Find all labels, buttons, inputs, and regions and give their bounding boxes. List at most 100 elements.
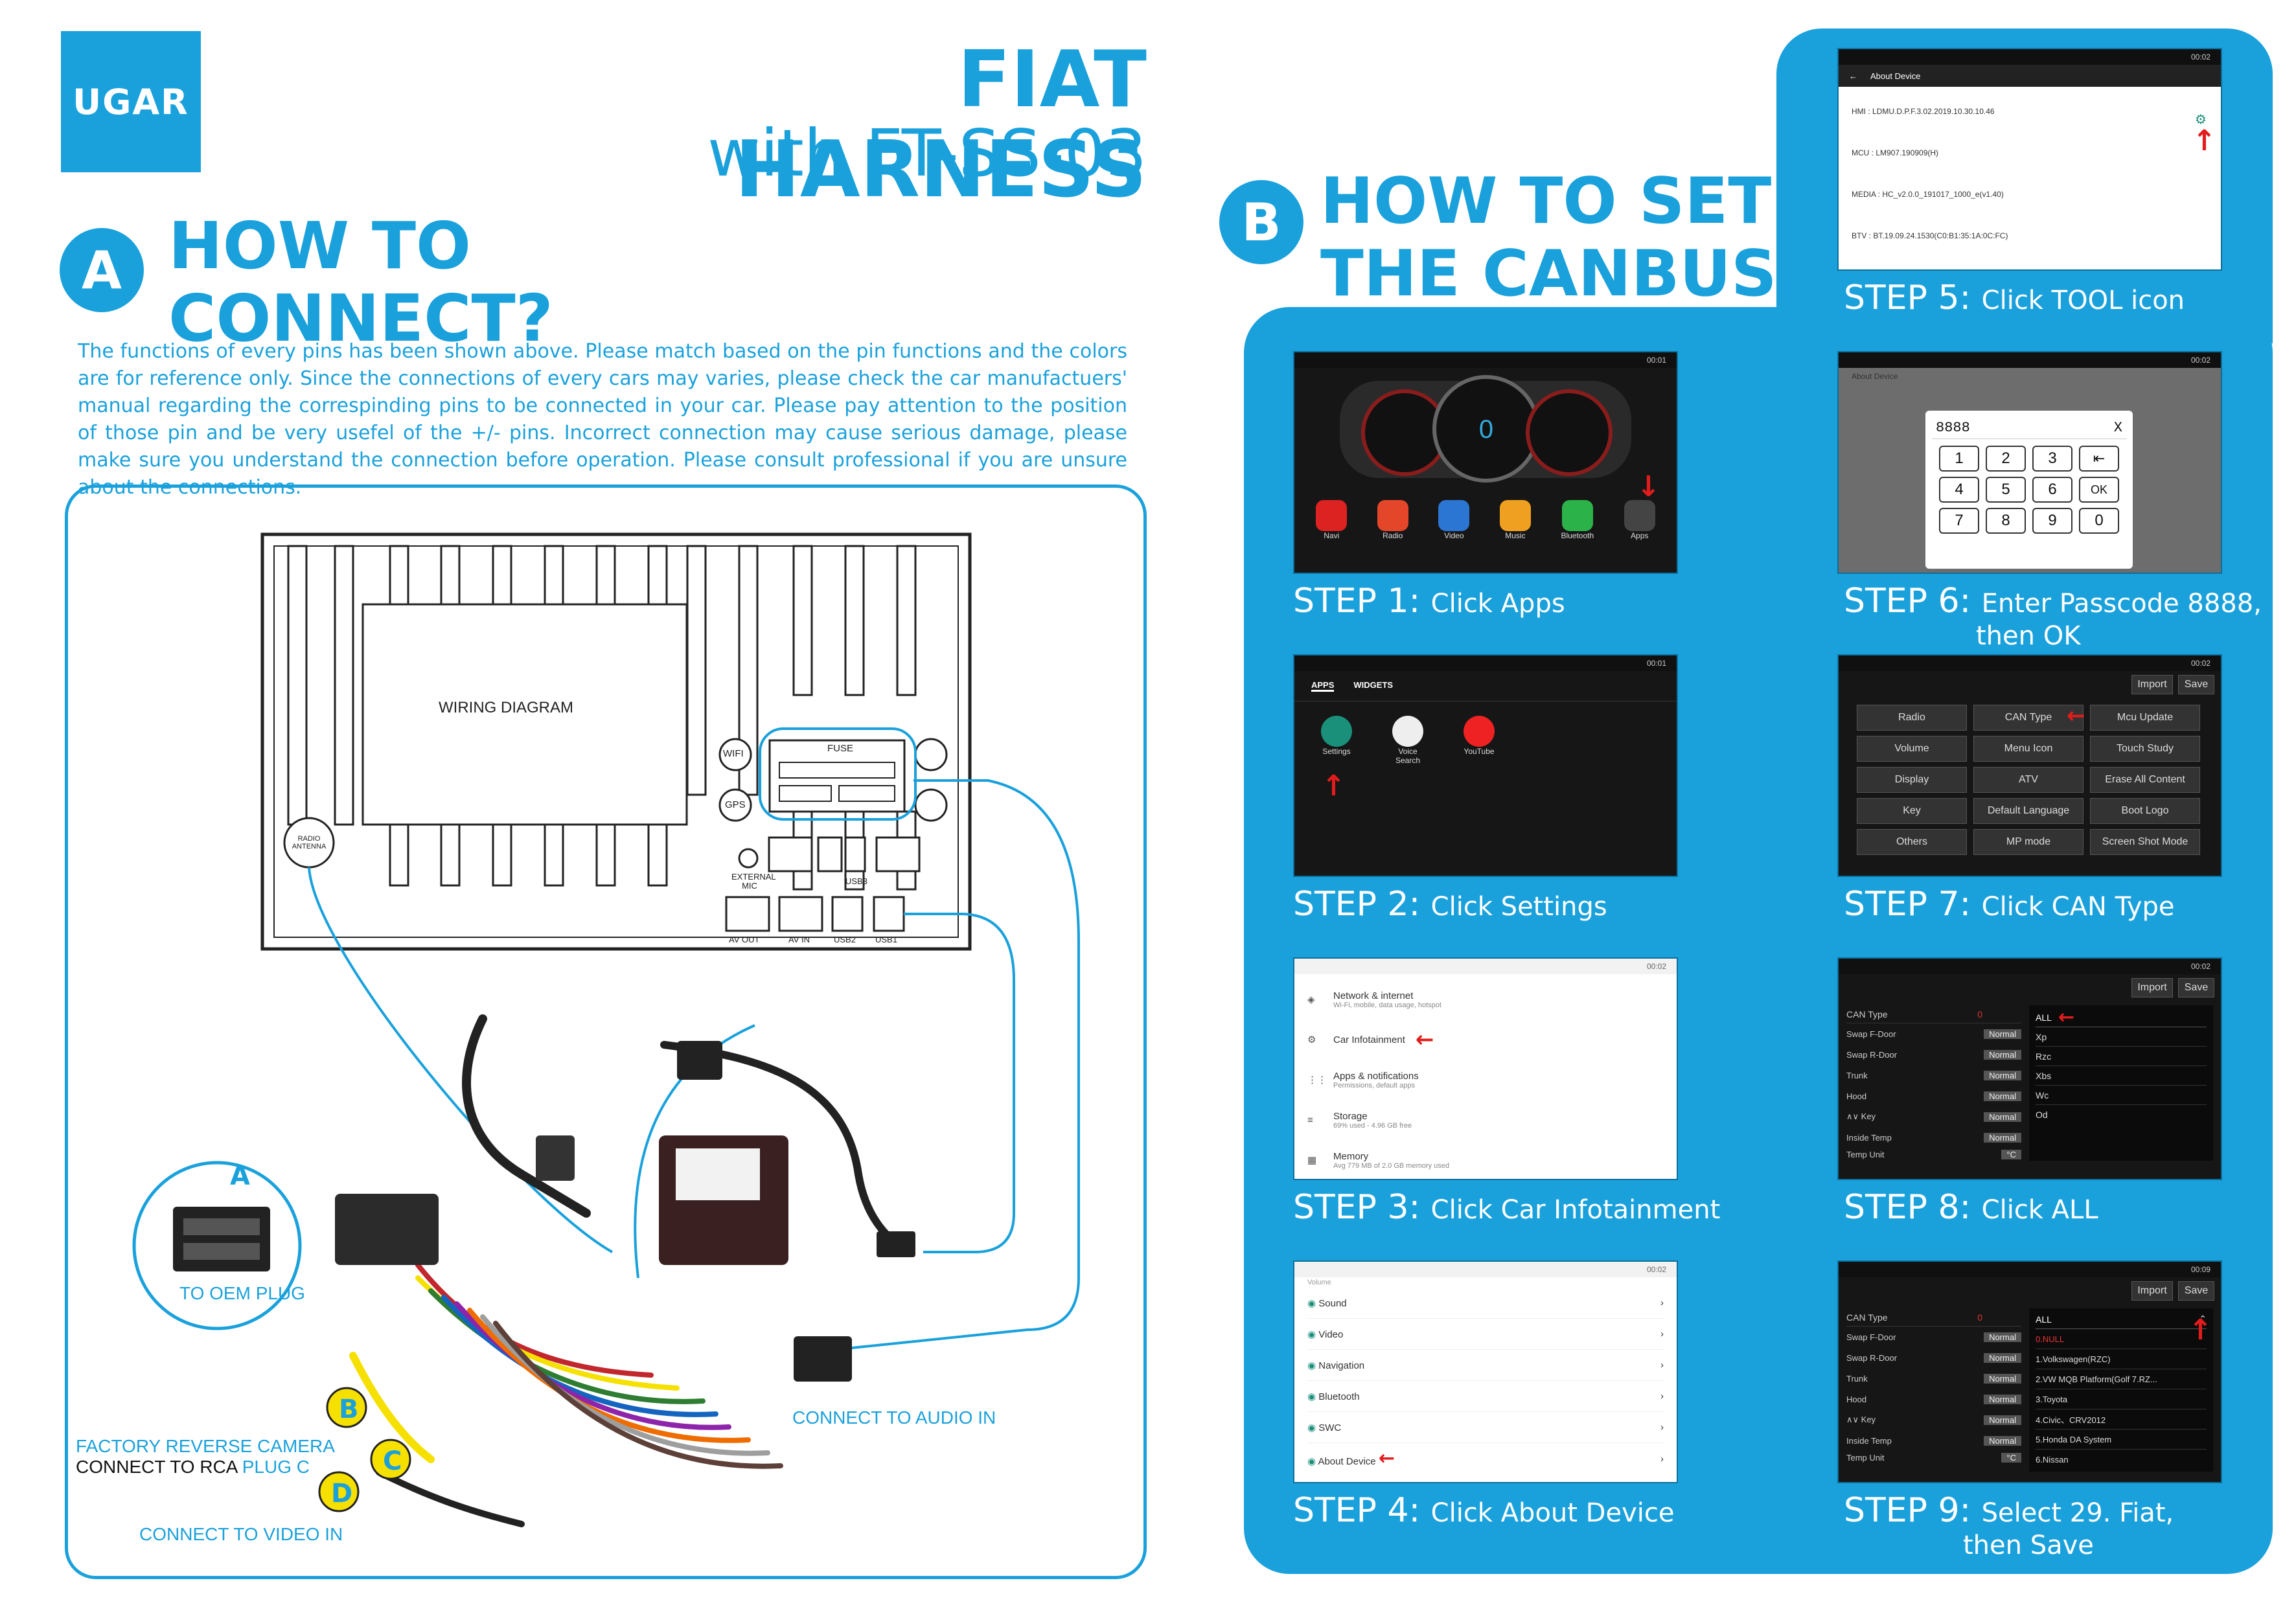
dock-navi[interactable]: Navi [1316,500,1348,540]
tool-erase-all[interactable]: Erase All Content [2090,767,2200,793]
can-list-item[interactable]: 1.Volkswagen(RZC) [2036,1349,2207,1369]
car-item-sound[interactable]: ◉ Sound› [1307,1288,1664,1319]
can-list-item[interactable]: 4.Civic、CRV2012 [2036,1409,2207,1430]
can-list-item[interactable]: 0.NULL [2036,1329,2207,1349]
key-5[interactable]: 5 [1986,477,2026,503]
key-9[interactable]: 9 [2032,508,2072,534]
dock-music[interactable]: Music [1499,500,1531,540]
can-list-item[interactable]: 5.Honda DA System [2036,1430,2207,1450]
tool-display[interactable]: Display [1857,767,1967,793]
key-1[interactable]: 1 [1939,446,1979,472]
key-4[interactable]: 4 [1939,477,1979,503]
car-item-swc[interactable]: ◉ SWC› [1307,1412,1664,1443]
key-3[interactable]: 3 [2032,446,2072,472]
tool-screenshot-mode[interactable]: Screen Shot Mode [2090,829,2200,855]
car-item-navigation[interactable]: ◉ Navigation› [1307,1350,1664,1381]
save-button[interactable]: Save [2178,978,2214,997]
can-row-value[interactable]: Normal [1984,1435,2021,1446]
can-list-item[interactable]: 3.Toyota [2036,1389,2207,1409]
dock-video[interactable]: Video [1438,500,1470,540]
import-button[interactable]: Import [2131,1281,2173,1301]
car-item-video[interactable]: ◉ Video› [1307,1319,1664,1350]
tool-key[interactable]: Key [1857,798,1967,824]
tool-boot-logo[interactable]: Boot Logo [2090,798,2200,824]
back-arrow-icon[interactable]: ← [1849,71,1857,81]
can-row-value[interactable]: Normal [1984,1091,2021,1101]
can-row-value[interactable]: Normal [1984,1352,2021,1363]
car-item-volume[interactable]: Volume [1307,1279,1331,1286]
tool-menu-icon[interactable]: Menu Icon [1973,736,2084,762]
key-0[interactable]: 0 [2079,508,2119,534]
car-item-bluetooth[interactable]: ◉ Bluetooth› [1307,1381,1664,1412]
dock-bluetooth[interactable]: Bluetooth [1561,500,1594,540]
can-list-item[interactable]: Xp [2036,1027,2207,1047]
tab-widgets[interactable]: WIDGETS [1353,680,1394,690]
import-button[interactable]: Import [2131,978,2173,997]
can-row-unit[interactable]: °C [2001,1149,2021,1159]
tool-volume[interactable]: Volume [1857,736,1967,762]
save-button[interactable]: Save [2178,675,2214,694]
key-8[interactable]: 8 [1986,508,2026,534]
can-row[interactable]: Temp Unit°C [1846,1148,2021,1161]
can-list-item[interactable]: 2.VW MQB Platform(Golf 7.RZ... [2036,1369,2207,1389]
passcode-field[interactable]: 8888 [1936,420,1970,436]
car-item-about-device[interactable]: ◉ About Device ←› [1307,1443,1664,1474]
can-row-value[interactable]: Normal [1984,1070,2021,1080]
tool-touch-study[interactable]: Touch Study [2090,736,2200,762]
dock-apps[interactable]: Apps [1624,500,1655,540]
can-row-value[interactable]: Normal [1984,1373,2021,1384]
tab-apps[interactable]: APPS [1311,680,1335,692]
save-button[interactable]: Save [2178,1281,2214,1301]
key-6[interactable]: 6 [2032,477,2072,503]
app-settings[interactable]: Settings [1314,716,1359,765]
settings-item-car-infotainment[interactable]: ⚙Car Infotainment← [1307,1020,1664,1060]
key-7[interactable]: 7 [1939,508,1979,534]
tool-default-language[interactable]: Default Language [1973,798,2084,824]
tool-can-type[interactable]: CAN Type [1973,705,2084,731]
can-row-value[interactable]: Normal [1984,1029,2021,1039]
tool-gear-icon[interactable]: ⚙ [2195,111,2207,127]
can-list-item[interactable]: 6.Nissan [2036,1455,2069,1465]
can-row[interactable]: Temp Unit°C [1846,1451,2021,1464]
can-row-unit[interactable]: °C [2001,1452,2021,1463]
app-youtube[interactable]: YouTube [1456,716,1502,765]
tool-atv[interactable]: ATV [1973,767,2084,793]
close-icon[interactable]: X [2113,420,2122,436]
can-row-value[interactable]: Normal [1984,1332,2021,1342]
dock-radio[interactable]: Radio [1377,500,1408,540]
can-row-value[interactable]: Normal [1984,1111,2021,1122]
can-list-item[interactable]: ALL← [2036,1007,2207,1027]
app-voice-search[interactable]: Voice Search [1385,716,1430,765]
key-2[interactable]: 2 [1986,446,2026,472]
can-list-item[interactable]: Xbs [2036,1066,2207,1086]
import-button[interactable]: Import [2131,675,2173,694]
can-dropdown-head[interactable]: ALL⌃ [2036,1310,2207,1329]
can-row-value[interactable]: Normal [1984,1132,2021,1143]
can-row-value[interactable]: Normal [1984,1415,2021,1425]
can-list-item[interactable]: Od [2036,1110,2048,1120]
can-row-value[interactable]: Normal [1984,1394,2021,1404]
tool-mp-mode[interactable]: MP mode [1973,829,2084,855]
tool-radio[interactable]: Radio [1857,705,1967,731]
can-list-item[interactable]: Wc [2036,1086,2207,1105]
can-list-item[interactable]: Rzc [2036,1047,2207,1066]
can-row-value[interactable]: Normal [1984,1049,2021,1060]
chevron-up-icon[interactable]: ⌃ [2199,1314,2207,1324]
key-backspace[interactable]: ⇤ [2079,446,2119,472]
